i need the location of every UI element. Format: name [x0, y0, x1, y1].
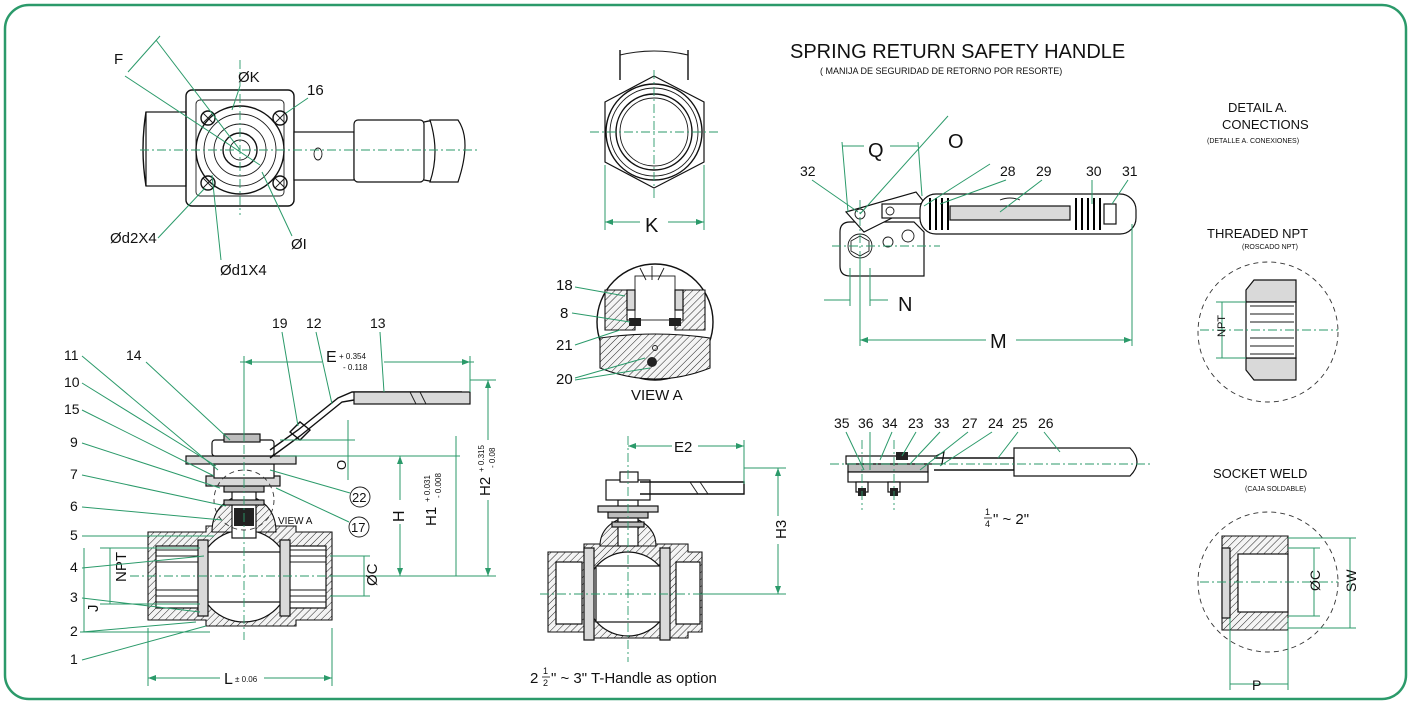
dim-e-label: E	[326, 349, 337, 366]
callout-17: 17	[351, 520, 365, 535]
dim-npt-label: NPT	[113, 552, 130, 582]
callout-8: 8	[560, 305, 568, 322]
main-section-view: E + 0.354 - 0.118 O H H1 + 0.031 - 0.008…	[64, 315, 506, 688]
t-handle-view: E2 H3 2 1 2 " ~ 3" T-Handle as option	[530, 436, 790, 688]
callout-18: 18	[556, 277, 573, 294]
dim-j-label: J	[85, 605, 102, 613]
t-handle-caption-whole: 2	[530, 670, 538, 687]
spring-subtitle: ( MANIJA DE SEGURIDAD DE RETORNO POR RES…	[820, 66, 1062, 76]
callout-23: 23	[908, 415, 924, 431]
callout-2: 2	[70, 623, 78, 639]
dim-o-label: O	[334, 460, 349, 470]
handle-size-caption: 1 4 " ~ 2"	[984, 507, 1029, 529]
dim-k-end-label: K	[645, 215, 659, 237]
callout-16: 16	[307, 82, 324, 99]
callout-1: 1	[70, 651, 78, 667]
callout-29: 29	[1036, 163, 1052, 179]
callout-22: 22	[352, 490, 366, 505]
callout-3: 3	[70, 589, 78, 605]
socket-title: SOCKET WELD	[1213, 466, 1307, 481]
callout-15: 15	[64, 401, 80, 417]
left-callouts: 11 14 10 15 9 7 6 5 4 3 2 1	[64, 347, 231, 667]
callout-20: 20	[556, 371, 573, 388]
callout-14: 14	[126, 347, 142, 363]
spring-title: SPRING RETURN SAFETY HANDLE	[790, 41, 1125, 63]
dim-h-label: H	[391, 510, 408, 522]
dim-e-tol-minus: - 0.118	[343, 363, 368, 372]
callout-27: 27	[962, 415, 978, 431]
detail-subtitle: (DETALLE A. CONEXIONES)	[1207, 138, 1299, 145]
dim-m-label: M	[990, 331, 1007, 353]
callout-6: 6	[70, 498, 78, 514]
callout-5: 5	[70, 527, 78, 543]
dim-f-label: F	[114, 51, 123, 68]
detail-connections: DETAIL A. CONECTIONS (DETALLE A. CONEXIO…	[1197, 100, 1359, 693]
callout-19: 19	[272, 315, 288, 331]
callout-24: 24	[988, 415, 1004, 431]
small-handle-view: 35 36 34 23 33 27 24 25 26 1 4 " ~ 2"	[830, 415, 1150, 529]
dim-c-label: ØC	[364, 563, 381, 586]
callout-30: 30	[1086, 163, 1102, 179]
border-frame	[3, 3, 1408, 701]
callout-28: 28	[1000, 163, 1016, 179]
t-handle-caption-den: 2	[543, 678, 548, 688]
dim-h2-label: H2	[477, 477, 494, 496]
callout-26: 26	[1038, 415, 1054, 431]
view-a-caption: VIEW A	[631, 387, 683, 404]
t-handle-caption-rest: " ~ 3" T-Handle as option	[551, 670, 717, 687]
view-a-detail: 18 8 21 20 VIEW A	[556, 263, 714, 404]
spring-return-view: Q O N M 32 28 29 30 31	[800, 115, 1138, 353]
callout-33: 33	[934, 415, 950, 431]
end-view: K	[590, 50, 720, 237]
threaded-npt-dim: NPT	[1216, 315, 1228, 337]
dim-h1-label: H1	[423, 507, 440, 526]
dim-q-label: Q	[868, 140, 884, 162]
callout-31: 31	[1122, 163, 1138, 179]
dim-d2-label: Ød2X4	[110, 230, 157, 247]
handle-caption-den: 4	[985, 519, 990, 529]
callout-32: 32	[800, 163, 816, 179]
dim-h1-tol-plus: + 0.031	[423, 475, 432, 502]
dim-h2-tol-minus: - 0.08	[488, 447, 497, 468]
callout-13: 13	[370, 315, 386, 331]
detail-title-2: CONECTIONS	[1222, 117, 1309, 132]
handle-caption-rest: " ~ 2"	[993, 511, 1029, 528]
callout-10: 10	[64, 374, 80, 390]
socket-sw-dim: SW	[1343, 569, 1359, 592]
socket-p-dim: P	[1252, 677, 1261, 693]
dim-i-label: ØI	[291, 236, 307, 253]
callout-21: 21	[556, 337, 573, 354]
callout-36: 36	[858, 415, 874, 431]
callout-9: 9	[70, 434, 78, 450]
dim-e2-label: E2	[674, 439, 692, 456]
callout-7: 7	[70, 466, 78, 482]
socket-subtitle: (CAJA SOLDABLE)	[1245, 486, 1306, 493]
handle-caption-num: 1	[985, 507, 990, 517]
dim-h1-tol-minus: - 0.008	[434, 473, 443, 498]
detail-title-1: DETAIL A.	[1228, 100, 1287, 115]
callout-34: 34	[882, 415, 898, 431]
socket-c-dim: ØC	[1307, 570, 1323, 591]
dim-l-tol: ± 0.06	[235, 675, 258, 684]
threaded-subtitle: (ROSCADO NPT)	[1242, 244, 1298, 251]
dim-n-label: N	[898, 294, 912, 316]
callout-4: 4	[70, 559, 78, 575]
dim-l-label: L	[224, 671, 233, 688]
t-handle-caption: 2 1 2 " ~ 3" T-Handle as option	[530, 666, 717, 688]
top-view: F ØK 16 Ød2X4 Ød1X4 ØI	[110, 35, 480, 279]
t-handle-caption-num: 1	[543, 666, 548, 676]
dim-o-spring-label: O	[948, 131, 964, 153]
callout-12: 12	[306, 315, 322, 331]
threaded-title: THREADED NPT	[1207, 226, 1308, 241]
view-a-marker: VIEW A	[278, 516, 313, 527]
callout-25: 25	[1012, 415, 1028, 431]
callout-11: 11	[64, 347, 79, 363]
dim-k-label: ØK	[238, 69, 260, 86]
dim-d1-label: Ød1X4	[220, 262, 267, 279]
dim-e-tol-plus: + 0.354	[339, 352, 366, 361]
dim-h3-label: H3	[773, 520, 790, 539]
dim-h2-tol-plus: + 0.315	[477, 445, 486, 472]
callout-35: 35	[834, 415, 850, 431]
